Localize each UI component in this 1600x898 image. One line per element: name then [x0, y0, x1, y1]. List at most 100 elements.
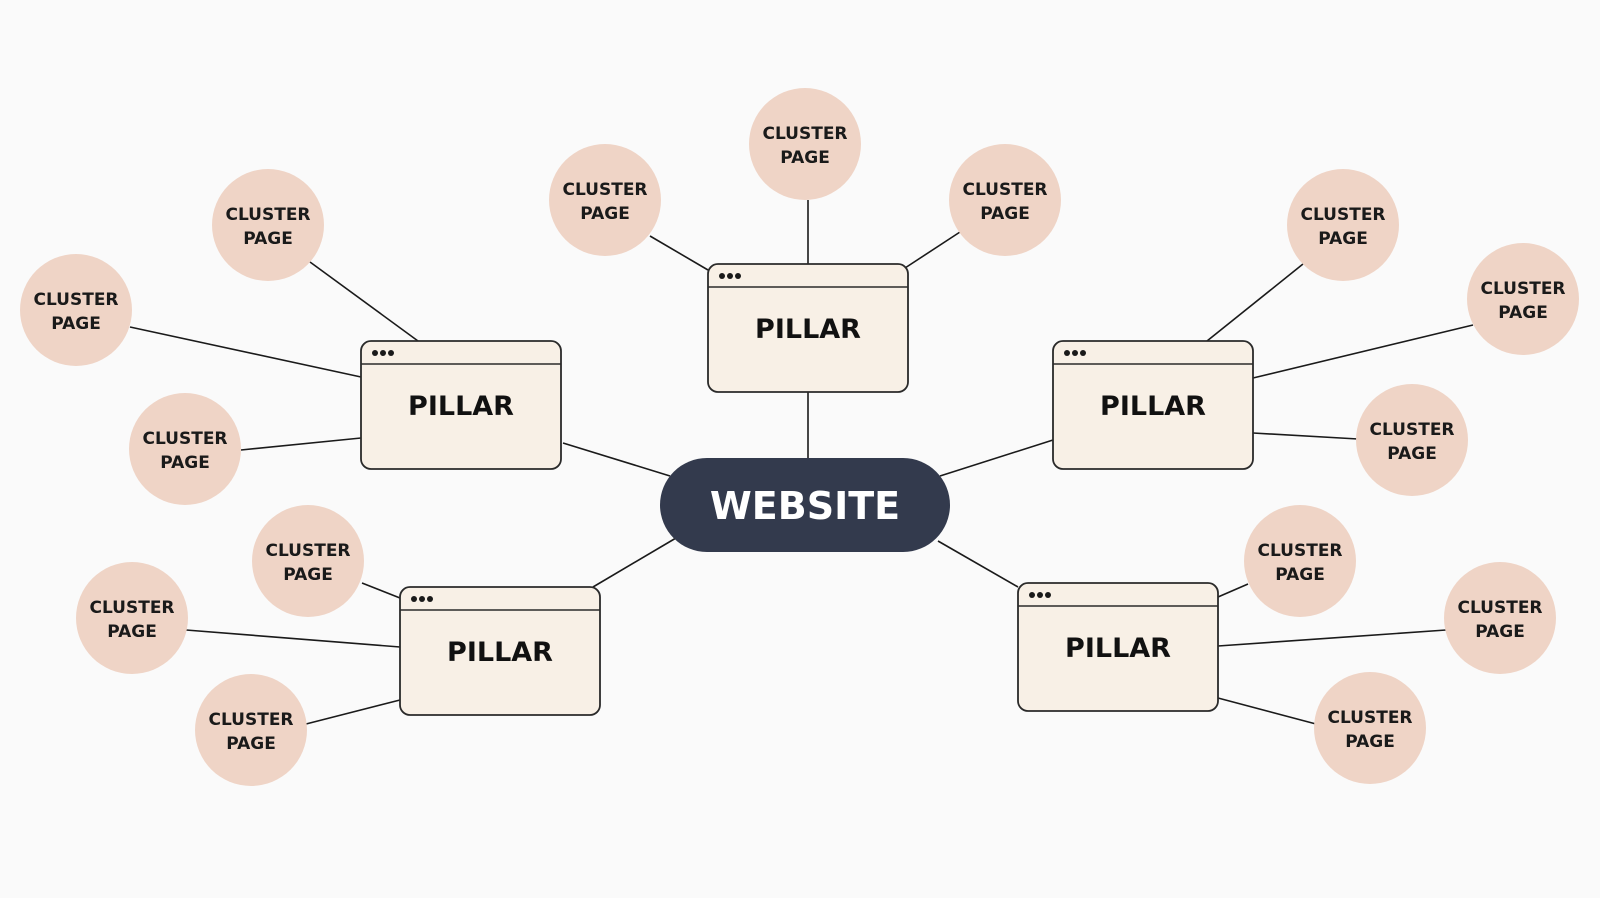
website-node: WEBSITE	[660, 458, 950, 552]
cluster-label-line2: PAGE	[980, 204, 1030, 224]
cluster-page-node: CLUSTER PAGE	[1444, 562, 1556, 674]
cluster-label-line1: CLUSTER	[1457, 598, 1542, 618]
cluster-label-line1: CLUSTER	[89, 598, 174, 618]
cluster-label-line2: PAGE	[160, 453, 210, 473]
cluster-label-line2: PAGE	[1345, 732, 1395, 752]
cluster-pages: CLUSTERPAGECLUSTERPAGECLUSTERPAGECLUSTER…	[20, 88, 1579, 786]
cluster-circle	[1287, 169, 1399, 281]
cluster-label-line1: CLUSTER	[1369, 420, 1454, 440]
connector-pillar-to-cluster	[649, 235, 709, 271]
cluster-label-line1: CLUSTER	[1257, 541, 1342, 561]
pillar-label: PILLAR	[447, 637, 553, 668]
cluster-page-node: CLUSTER PAGE	[195, 674, 307, 786]
pillar-window	[707, 263, 909, 393]
cluster-label-line1: CLUSTER	[33, 290, 118, 310]
cluster-page-node: CLUSTER PAGE	[1356, 384, 1468, 496]
cluster-page-node: CLUSTER PAGE	[1314, 672, 1426, 784]
browser-window-dots-icon	[719, 273, 741, 279]
connector-pillar-to-cluster	[185, 629, 401, 648]
connector-pillar-to-cluster	[1217, 629, 1447, 647]
connector-pillar-to-cluster	[904, 231, 961, 269]
cluster-page-node: CLUSTER PAGE	[1287, 169, 1399, 281]
cluster-label-line2: PAGE	[1275, 565, 1325, 585]
browser-window-dots-icon	[372, 350, 394, 356]
cluster-label-line2: PAGE	[1475, 622, 1525, 642]
cluster-circle	[1444, 562, 1556, 674]
cluster-label-line2: PAGE	[780, 148, 830, 168]
cluster-label-line1: CLUSTER	[1300, 205, 1385, 225]
cluster-label-line2: PAGE	[1498, 303, 1548, 323]
cluster-circle	[1314, 672, 1426, 784]
cluster-page-node: CLUSTER PAGE	[252, 505, 364, 617]
browser-window-dots-icon	[1029, 592, 1051, 598]
pillar-page-node: PILLAR	[399, 586, 601, 716]
cluster-label-line1: CLUSTER	[562, 180, 647, 200]
cluster-label-line1: CLUSTER	[1480, 279, 1565, 299]
cluster-label-line2: PAGE	[51, 314, 101, 334]
connector-pillar-to-cluster	[1217, 583, 1249, 598]
website-label: WEBSITE	[710, 484, 900, 528]
cluster-circle	[195, 674, 307, 786]
cluster-page-node: CLUSTER PAGE	[129, 393, 241, 505]
cluster-label-line1: CLUSTER	[1327, 708, 1412, 728]
cluster-label-line2: PAGE	[1387, 444, 1437, 464]
cluster-label-line2: PAGE	[107, 622, 157, 642]
connector-pillar-to-cluster	[129, 326, 362, 378]
connector-lines	[129, 200, 1474, 725]
connector-pillar-to-cluster	[1252, 432, 1359, 440]
connector-pillar-to-cluster	[1252, 324, 1474, 379]
connector-pillar-to-cluster	[305, 699, 401, 725]
pillar-page-node: PILLAR	[1017, 582, 1219, 712]
cluster-label-line1: CLUSTER	[142, 429, 227, 449]
cluster-circle	[129, 393, 241, 505]
connector-pillar-to-cluster	[1206, 263, 1304, 342]
website-pill	[660, 458, 950, 552]
cluster-circle	[749, 88, 861, 200]
pillar-page-node: PILLAR	[1052, 340, 1254, 470]
cluster-label-line2: PAGE	[226, 734, 276, 754]
connector-website-to-pillar	[562, 442, 671, 477]
cluster-label-line1: CLUSTER	[225, 205, 310, 225]
pillar-page-node: PILLAR	[360, 340, 562, 470]
cluster-page-node: CLUSTER PAGE	[749, 88, 861, 200]
cluster-circle	[949, 144, 1061, 256]
pillar-pages: PILLAR PILLAR PILLAR PILLAR PILLAR	[360, 263, 1254, 716]
browser-window-dots-icon	[1064, 350, 1086, 356]
cluster-page-node: CLUSTER PAGE	[212, 169, 324, 281]
pillar-window	[399, 586, 601, 716]
browser-window-dots-icon	[411, 596, 433, 602]
connector-website-to-pillar	[592, 537, 677, 588]
cluster-circle	[212, 169, 324, 281]
pillar-window	[360, 340, 562, 470]
cluster-label-line1: CLUSTER	[208, 710, 293, 730]
cluster-label-line1: CLUSTER	[762, 124, 847, 144]
cluster-circle	[252, 505, 364, 617]
cluster-label-line2: PAGE	[243, 229, 293, 249]
connector-pillar-to-cluster	[1217, 697, 1317, 725]
pillar-label: PILLAR	[408, 391, 514, 422]
pillar-window	[1017, 582, 1219, 712]
connector-pillar-to-cluster	[240, 437, 362, 451]
pillar-page-node: PILLAR	[707, 263, 909, 393]
cluster-circle	[1356, 384, 1468, 496]
cluster-circle	[549, 144, 661, 256]
cluster-page-node: CLUSTER PAGE	[949, 144, 1061, 256]
cluster-label-line1: CLUSTER	[962, 180, 1047, 200]
cluster-label-line2: PAGE	[283, 565, 333, 585]
connector-pillar-to-cluster	[309, 261, 419, 342]
cluster-label-line2: PAGE	[1318, 229, 1368, 249]
cluster-page-node: CLUSTER PAGE	[20, 254, 132, 366]
cluster-page-node: CLUSTER PAGE	[76, 562, 188, 674]
cluster-circle	[1244, 505, 1356, 617]
connector-pillar-to-cluster	[361, 582, 401, 599]
cluster-circle	[20, 254, 132, 366]
connector-website-to-pillar	[939, 439, 1054, 477]
pillar-window	[1052, 340, 1254, 470]
cluster-page-node: CLUSTER PAGE	[1467, 243, 1579, 355]
pillar-label: PILLAR	[755, 314, 861, 345]
cluster-page-node: CLUSTER PAGE	[1244, 505, 1356, 617]
cluster-circle	[76, 562, 188, 674]
cluster-label-line1: CLUSTER	[265, 541, 350, 561]
connector-website-to-pillar	[937, 540, 1019, 588]
